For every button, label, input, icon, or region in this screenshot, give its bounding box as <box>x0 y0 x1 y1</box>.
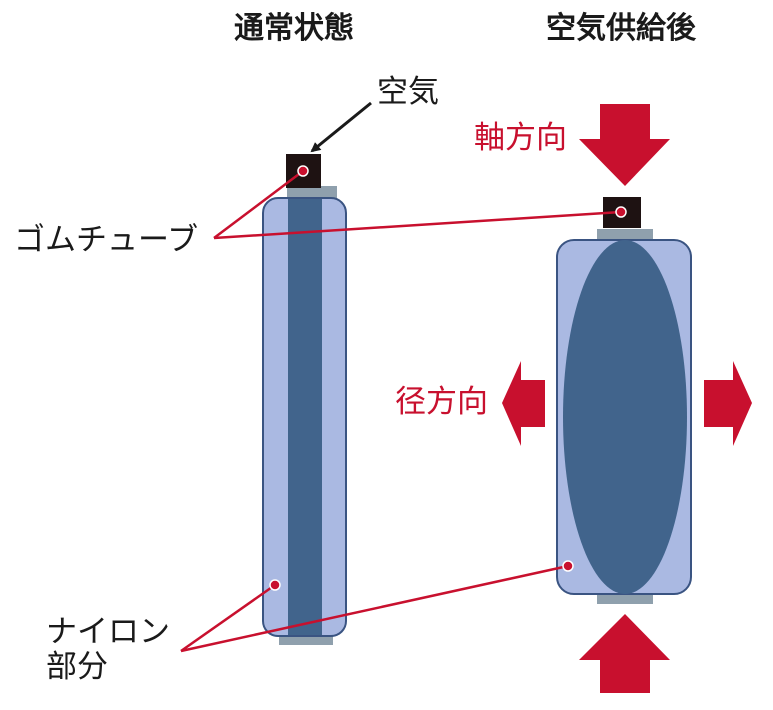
leader-rubber-left <box>213 170 304 239</box>
top-cap-left <box>287 186 337 199</box>
air-pointer-arrow <box>310 101 372 153</box>
leader-dots <box>269 165 627 591</box>
dot-nylon-left <box>269 579 281 591</box>
leader-nylon-left <box>180 583 276 653</box>
label-axial: 軸方向 <box>474 120 567 156</box>
top-cap-right <box>597 229 653 242</box>
inflated-state-tube <box>556 197 692 604</box>
label-nylon-line2: 部分 <box>46 649 108 685</box>
normal-state-tube <box>262 154 347 645</box>
axial-arrow-up <box>579 614 670 693</box>
leader-lines <box>180 170 622 653</box>
leader-rubber-right <box>213 210 622 240</box>
title-normal-state: 通常状態 <box>234 11 354 46</box>
label-air: 空気 <box>377 74 439 110</box>
radial-arrow-left <box>502 361 545 446</box>
radial-arrow-right <box>704 361 752 446</box>
label-radial: 径方向 <box>395 384 488 420</box>
title-after-air-supply: 空気供給後 <box>546 11 696 46</box>
radial-arrows <box>502 361 752 446</box>
rubber-tube-left <box>288 199 322 635</box>
dot-valve-right <box>615 206 627 218</box>
axial-arrows <box>579 104 670 693</box>
label-nylon-line1: ナイロン <box>46 614 170 650</box>
leader-nylon-right <box>180 564 569 653</box>
dot-valve-left <box>297 165 309 177</box>
label-rubber-tube: ゴムチューブ <box>14 222 199 258</box>
axial-arrow-down <box>579 104 670 186</box>
rubber-tube-right <box>563 240 687 594</box>
dot-nylon-right <box>562 560 574 572</box>
